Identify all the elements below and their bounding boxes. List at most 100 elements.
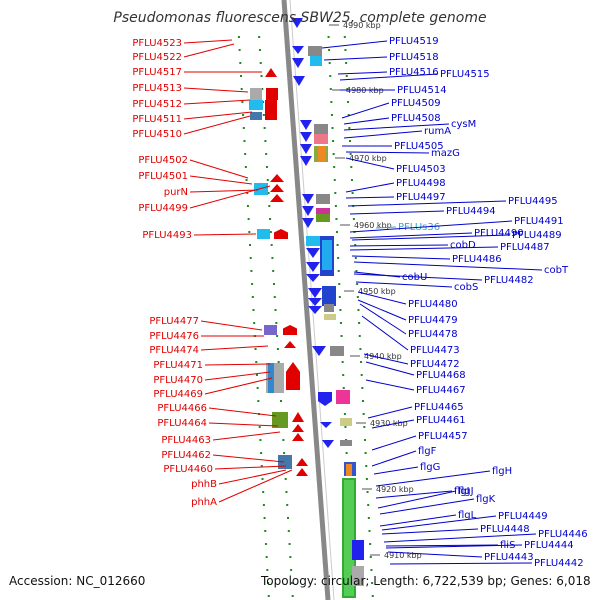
right-gene-label: flgF bbox=[371, 446, 437, 467]
left-gene-label: PFLU4466 bbox=[157, 403, 277, 417]
guide-dot bbox=[349, 140, 351, 142]
guide-dot bbox=[361, 387, 364, 389]
right-gene-label: PFLU4446 bbox=[383, 529, 588, 543]
leader-line bbox=[218, 469, 293, 503]
gene-feature bbox=[324, 304, 334, 312]
leader-line bbox=[349, 232, 473, 239]
guide-dot bbox=[345, 62, 348, 64]
guide-dot bbox=[263, 127, 266, 129]
guide-dot bbox=[267, 192, 270, 194]
guide-dot bbox=[270, 244, 273, 246]
gene-name: PFLU4509 bbox=[391, 98, 441, 109]
leader-line bbox=[381, 515, 497, 531]
gene-feature bbox=[322, 240, 332, 270]
gene-name: cobS bbox=[454, 282, 478, 293]
guide-dot bbox=[250, 270, 253, 272]
guide-dot bbox=[339, 322, 342, 324]
gene-name: PFLU4490 bbox=[474, 228, 524, 239]
guide-dot bbox=[368, 530, 371, 532]
left-gene-label: PFLU4512 bbox=[132, 99, 251, 110]
bp-tick-label: 4910 kbp bbox=[384, 551, 422, 560]
guide-dot bbox=[334, 205, 337, 207]
leader-line bbox=[204, 363, 271, 366]
guide-dot bbox=[360, 361, 363, 363]
right-gene-label: flgH bbox=[375, 466, 512, 487]
gene-name: cobT bbox=[544, 265, 569, 276]
guide-dot bbox=[273, 296, 276, 298]
guide-dot bbox=[363, 426, 366, 428]
guide-dot bbox=[276, 348, 279, 350]
leader-line bbox=[345, 151, 430, 154]
leader-line bbox=[373, 466, 419, 475]
leader-line bbox=[189, 189, 259, 193]
left-gene-label: PFLU4476 bbox=[149, 331, 264, 342]
leader-line bbox=[189, 175, 253, 185]
left-gene-label: PFLU4474 bbox=[149, 345, 269, 356]
guide-dot bbox=[241, 101, 244, 103]
guide-dot bbox=[354, 257, 357, 259]
guide-dot bbox=[345, 75, 348, 77]
leader-line bbox=[355, 281, 453, 288]
gene-name: PFLU4466 bbox=[157, 403, 207, 414]
gene-name: PFLU4494 bbox=[446, 206, 496, 217]
guide-dot bbox=[283, 452, 286, 454]
gene-feature bbox=[314, 124, 328, 134]
gene-name: PFLU4515 bbox=[440, 69, 490, 80]
right-gene-label: PFLU4468 bbox=[365, 361, 466, 381]
guide-dot bbox=[274, 309, 277, 311]
gene-name: flgH bbox=[492, 466, 512, 477]
right-gene-label: PFLU4478 bbox=[359, 303, 458, 340]
leader-line bbox=[349, 220, 513, 233]
guide-dot bbox=[282, 439, 285, 441]
leader-line bbox=[193, 233, 257, 236]
guide-dot bbox=[349, 153, 352, 155]
guide-dot bbox=[268, 205, 271, 207]
guide-dot bbox=[360, 374, 363, 376]
gene-feature bbox=[352, 540, 364, 560]
guide-dot bbox=[336, 244, 339, 246]
gene-feature bbox=[316, 208, 330, 214]
guide-dot bbox=[255, 374, 258, 376]
guide-dot bbox=[258, 426, 261, 428]
left-gene-label: PFLU4510 bbox=[132, 115, 251, 140]
right-gene-label: PFLU4519 bbox=[321, 36, 439, 49]
right-gene-label: PFLU4491 bbox=[349, 216, 564, 233]
guide-dot bbox=[272, 283, 275, 285]
gene-name: PFLU4461 bbox=[416, 415, 466, 426]
guide-dot bbox=[248, 231, 251, 233]
guide-dot bbox=[272, 270, 275, 272]
guide-dot bbox=[365, 465, 368, 467]
leader-line bbox=[183, 115, 251, 135]
right-gene-label: PFLU4489 bbox=[351, 230, 562, 241]
guide-dot bbox=[344, 426, 347, 428]
guide-dot bbox=[260, 465, 263, 467]
gene-name: PFLU4497 bbox=[396, 192, 446, 203]
gene-feature bbox=[316, 214, 330, 222]
gene-name: PFLU4469 bbox=[153, 389, 203, 400]
right-gene-label: PFLU4514 bbox=[340, 85, 447, 96]
right-gene-label: flgK bbox=[379, 494, 496, 515]
gene-name: PFLU4462 bbox=[161, 450, 211, 461]
gene-arrow bbox=[300, 144, 312, 154]
gene-name: PFLU4514 bbox=[397, 85, 447, 96]
gene-feature bbox=[316, 194, 330, 204]
bp-tick-label: 4960 kbp bbox=[354, 221, 392, 230]
guide-dot bbox=[342, 374, 345, 376]
leader-line bbox=[337, 71, 388, 75]
gene-feature bbox=[322, 286, 336, 306]
gene-name: PFLU4512 bbox=[132, 99, 182, 110]
gene-arrow bbox=[300, 120, 312, 130]
gene-arrow bbox=[286, 362, 300, 390]
guide-dot bbox=[362, 400, 364, 402]
leader-line bbox=[343, 130, 423, 139]
guide-dot bbox=[328, 62, 331, 64]
left-gene-label: PFLU4517 bbox=[132, 67, 262, 78]
leader-line bbox=[349, 246, 499, 251]
guide-dot bbox=[253, 322, 256, 324]
guide-dot bbox=[341, 361, 344, 363]
gene-feature bbox=[346, 464, 352, 476]
guide-dot bbox=[329, 75, 332, 77]
leader-line bbox=[353, 261, 543, 271]
gene-name: PFLU4468 bbox=[416, 370, 466, 381]
leader-line bbox=[371, 435, 417, 451]
